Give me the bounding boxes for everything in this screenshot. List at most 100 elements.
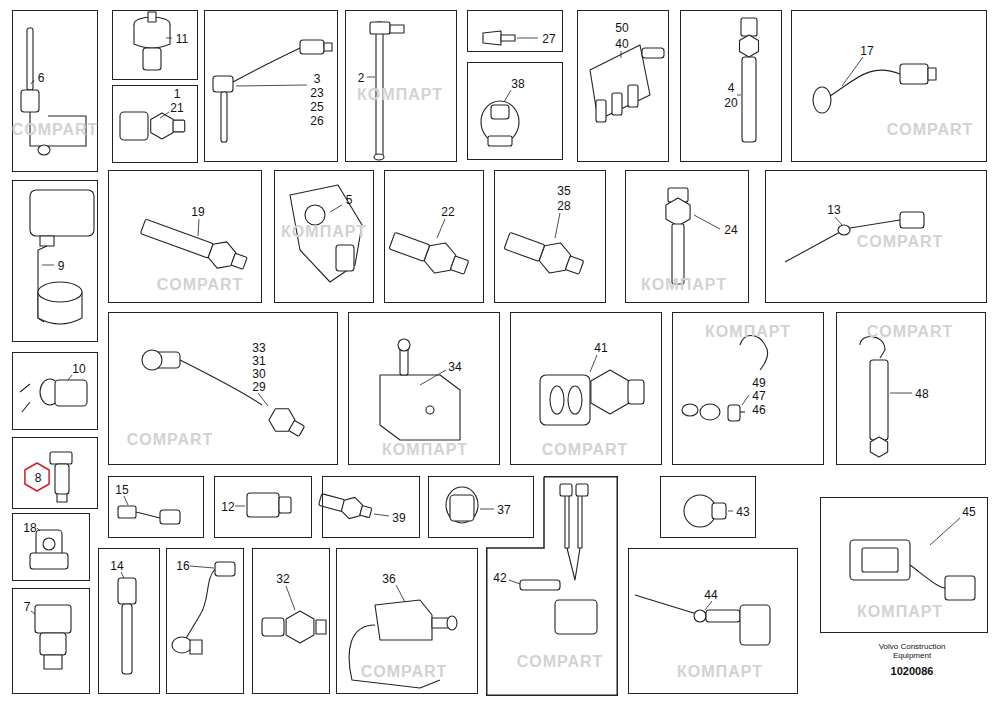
leader-line bbox=[504, 90, 511, 102]
part-outline bbox=[38, 145, 50, 155]
leader-line bbox=[31, 80, 34, 84]
watermark: COMPART bbox=[867, 323, 954, 341]
part-outline bbox=[172, 637, 192, 653]
callout-number: 18 bbox=[23, 522, 36, 534]
leader-line bbox=[121, 572, 124, 578]
callout-number: 24 bbox=[724, 224, 737, 236]
watermark: COMPART bbox=[361, 663, 448, 681]
callout-number: 20 bbox=[724, 97, 737, 109]
hex-nut bbox=[286, 611, 314, 643]
leader-line bbox=[555, 213, 560, 238]
callout-number: 15 bbox=[115, 484, 128, 496]
watermark: COMPART bbox=[12, 121, 99, 139]
part-outline bbox=[375, 600, 432, 640]
sensor-tip bbox=[450, 256, 468, 274]
part-outline bbox=[118, 506, 136, 518]
part-outline bbox=[850, 540, 910, 580]
sensor-tip bbox=[231, 253, 247, 269]
watermark: КОМПАРТ bbox=[357, 86, 443, 104]
parts-drawing bbox=[20, 12, 975, 688]
watermark: COMPART bbox=[542, 441, 629, 459]
highlight-hexagon bbox=[25, 463, 49, 491]
leader-line bbox=[728, 511, 733, 512]
part-outline bbox=[136, 512, 160, 518]
sensor-body bbox=[504, 232, 545, 261]
callout-number: 39 bbox=[392, 512, 405, 524]
part-outline bbox=[672, 224, 684, 284]
part-panel: 420 bbox=[680, 10, 782, 162]
part-outline bbox=[316, 620, 326, 634]
callout-number: 23 bbox=[310, 87, 323, 99]
callout-number: 17 bbox=[860, 45, 873, 57]
callout-number: 4 bbox=[728, 82, 735, 94]
part-outline bbox=[488, 136, 512, 146]
leader-line bbox=[68, 375, 72, 380]
leader-line bbox=[198, 219, 199, 236]
leader-line bbox=[367, 77, 375, 78]
callout-number: 36 bbox=[382, 573, 395, 585]
part-outline bbox=[398, 339, 410, 351]
callout-number: 19 bbox=[191, 206, 204, 218]
leader-line bbox=[742, 395, 749, 405]
sensor-tip bbox=[289, 420, 305, 436]
callout-number: 22 bbox=[441, 206, 454, 218]
part-outline bbox=[728, 405, 740, 421]
part-panel: 6 bbox=[12, 10, 98, 172]
part-panel: 38 bbox=[467, 62, 563, 160]
callout-number: 50 bbox=[615, 22, 628, 34]
part-panel: 39 bbox=[322, 476, 420, 538]
leader-line bbox=[374, 514, 389, 516]
callout-number: 7 bbox=[24, 601, 31, 613]
callout-number: 30 bbox=[252, 368, 265, 380]
leader-line bbox=[31, 611, 35, 614]
callout-number: 5 bbox=[346, 194, 353, 206]
part-outline bbox=[426, 406, 434, 414]
callout-number: 13 bbox=[827, 204, 840, 216]
sensor-symbol bbox=[387, 226, 472, 283]
part-panel: 7 bbox=[12, 588, 90, 694]
part-outline bbox=[215, 562, 235, 576]
part-outline bbox=[324, 43, 332, 51]
part-outline bbox=[57, 494, 67, 502]
watermark: COMPART bbox=[127, 431, 214, 449]
part-outline bbox=[40, 633, 66, 655]
hex-nut bbox=[421, 238, 458, 278]
part-outline bbox=[21, 90, 39, 112]
part-outline bbox=[213, 76, 233, 92]
leader-line bbox=[835, 217, 842, 225]
part-outline bbox=[900, 64, 928, 84]
part-outline bbox=[491, 105, 509, 119]
part-outline bbox=[390, 25, 404, 33]
part-outline bbox=[838, 225, 850, 235]
leader-line bbox=[694, 215, 720, 229]
part-outline bbox=[740, 605, 770, 645]
callout-number: 43 bbox=[736, 506, 749, 518]
callout-number: 2 bbox=[358, 72, 365, 84]
part-outline bbox=[44, 655, 62, 669]
part-outline bbox=[785, 232, 840, 262]
part-outline bbox=[560, 484, 572, 496]
part-outline bbox=[741, 18, 757, 36]
part-panel: 9 bbox=[12, 180, 98, 342]
part-panel: 18 bbox=[12, 513, 90, 581]
part-outline bbox=[813, 87, 831, 113]
leader-line bbox=[930, 518, 960, 545]
callout-number: 29 bbox=[252, 381, 265, 393]
part-outline bbox=[38, 282, 82, 302]
part-outline bbox=[30, 553, 68, 569]
part-outline bbox=[742, 57, 756, 142]
part-outline bbox=[279, 497, 291, 513]
callout-number: 25 bbox=[310, 101, 323, 113]
callout-number: 9 bbox=[58, 260, 65, 272]
part-outline bbox=[628, 85, 638, 107]
part-outline bbox=[555, 600, 597, 634]
part-outline bbox=[221, 92, 227, 142]
leader-line bbox=[480, 509, 494, 510]
part-outline bbox=[233, 48, 300, 82]
callout-number: 34 bbox=[448, 361, 461, 373]
part-outline bbox=[446, 487, 478, 523]
leader-line bbox=[160, 112, 169, 118]
part-outline bbox=[160, 510, 180, 524]
part-outline bbox=[40, 236, 54, 246]
part-outline bbox=[447, 616, 457, 630]
